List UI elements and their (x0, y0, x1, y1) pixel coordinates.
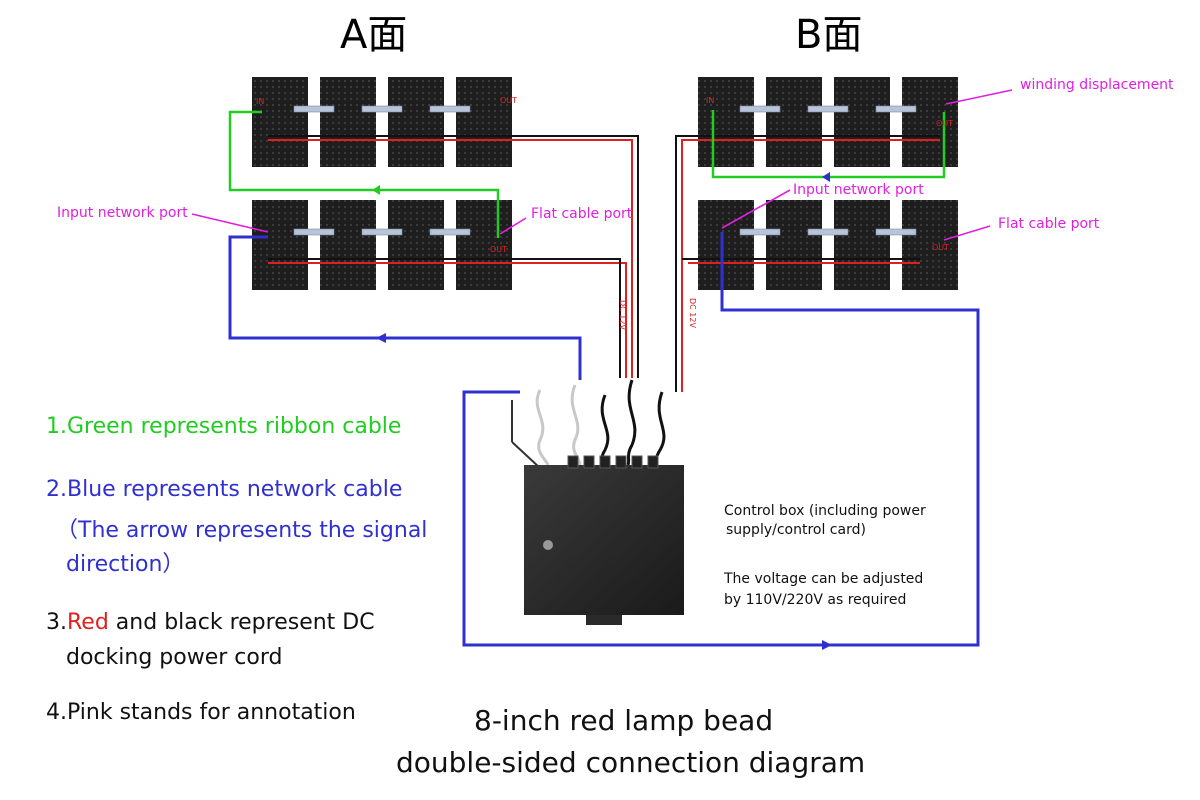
annotation-winding-displacement: winding displacement (1020, 77, 1174, 93)
face-b-title: B面 (795, 12, 863, 58)
out-label: OUT (932, 243, 949, 252)
ribbon-cable-b (711, 110, 946, 182)
legend-item-network-note-2: direction） (66, 552, 185, 577)
control-box-note-3: The voltage can be adjusted (724, 571, 924, 587)
in-label: IN (706, 96, 714, 105)
annotation-flat-cable-b: Flat cable port (998, 216, 1100, 232)
face-a-title: A面 (340, 12, 408, 58)
annotation-input-port-b: Input network port (793, 182, 924, 198)
annotation-arrows (191, 89, 1013, 241)
network-cable-b (462, 232, 980, 650)
dc-label-b: DC 12V (688, 298, 697, 328)
control-box (524, 455, 684, 625)
network-cable-a (228, 235, 582, 380)
legend-item-network-note: （The arrow represents the signal (56, 518, 428, 543)
legend-item-ribbon: 1.Green represents ribbon cable (46, 414, 402, 439)
legend-item-power-line2: docking power cord (66, 645, 283, 670)
legend-power-red-word: Red (67, 610, 109, 635)
power-cord-b (675, 135, 940, 392)
in-label: IN (256, 97, 264, 106)
power-cord-a (268, 135, 639, 378)
out-label: OUT (490, 245, 507, 254)
dc-label-a: DC 12V (618, 300, 627, 330)
legend-item-annotation: 4.Pink stands for annotation (46, 700, 356, 725)
control-box-note-2: supply/control card) (726, 522, 866, 538)
legend-item-network: 2.Blue represents network cable (46, 477, 403, 502)
legend-power-prefix: 3. (46, 610, 67, 635)
inter-module-ribbons (293, 105, 917, 236)
out-label: OUT (936, 119, 953, 128)
legend-power-rest: and black represent DC (108, 610, 375, 635)
caption-line-1: 8-inch red lamp bead (474, 704, 774, 737)
lock-icon (543, 540, 553, 550)
port-labels: IN OUT IN OUT OUT OUT (256, 96, 953, 254)
control-box-note-4: by 110V/220V as required (724, 592, 907, 608)
legend-item-power: 3.Red and black represent DC (46, 610, 375, 635)
annotation-input-port-a: Input network port (57, 205, 188, 221)
ribbon-cable-a (228, 110, 500, 238)
annotation-flat-cable-a: Flat cable port (531, 206, 633, 222)
box-cables (511, 379, 666, 469)
out-label: OUT (500, 96, 517, 105)
caption-line-2: double-sided connection diagram (396, 746, 866, 779)
control-box-note-1: Control box (including power (724, 503, 926, 519)
